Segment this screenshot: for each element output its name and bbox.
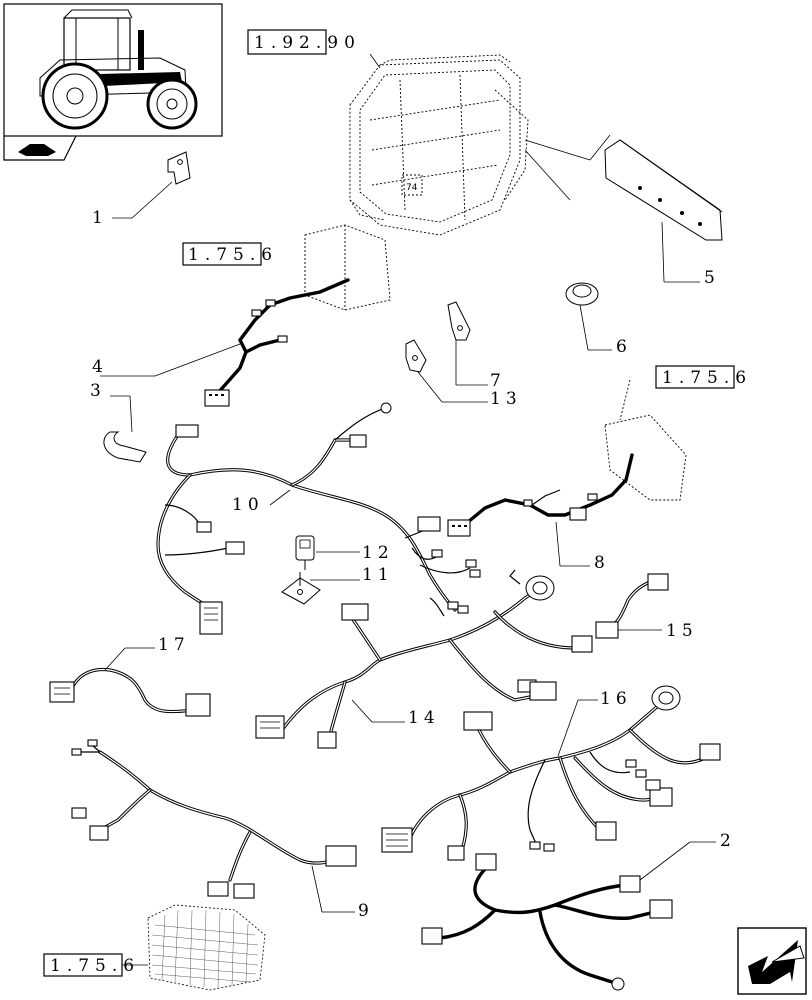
part-17-harness xyxy=(49,667,211,717)
part-label-17: 17 xyxy=(158,635,190,655)
part-10-harness xyxy=(156,402,481,635)
ref-box-lamp-right xyxy=(655,365,735,389)
part-1-bracket xyxy=(167,151,191,185)
cab-assembly: 74 xyxy=(349,54,529,236)
part-label-13: 13 xyxy=(490,389,522,409)
ref-label-lamp-top: 1.75.6 xyxy=(188,245,278,265)
part-label-7: 7 xyxy=(490,371,506,391)
part-6-grommet xyxy=(565,282,599,306)
part-14-harness xyxy=(255,569,593,749)
part-label-6: 6 xyxy=(616,337,632,357)
part-label-5: 5 xyxy=(704,268,720,288)
part-label-1: 1 xyxy=(92,208,108,228)
part-9-harness xyxy=(71,739,357,899)
part-label-10: 10 xyxy=(232,495,264,515)
part-15-harness xyxy=(595,573,669,639)
part-label-9: 9 xyxy=(358,901,374,921)
part-label-14: 14 xyxy=(408,708,440,728)
part-label-4: 4 xyxy=(92,357,108,377)
part-13-bracket xyxy=(405,339,427,373)
part-11-holder xyxy=(281,572,321,605)
rear-lamp xyxy=(147,904,266,991)
part-label-3: 3 xyxy=(90,381,106,401)
part-label-11: 11 xyxy=(362,565,394,585)
part-8-harness xyxy=(447,453,634,537)
svg-text:74: 74 xyxy=(406,183,418,193)
part-5-rail xyxy=(604,139,723,241)
ref-label-cab: 1.92.90 xyxy=(254,33,361,53)
ref-box-cab xyxy=(247,29,327,55)
part-label-8: 8 xyxy=(594,553,610,573)
part-7-bracket xyxy=(447,301,471,341)
part-12-fuse xyxy=(295,535,315,570)
part-16-harness xyxy=(381,685,721,861)
next-page-arrow-icon[interactable] xyxy=(737,927,807,995)
ref-label-lamp-right: 1.75.6 xyxy=(662,368,752,388)
part-2-harness xyxy=(421,853,673,991)
ref-box-lamp-top xyxy=(182,242,262,266)
tractor-thumbnail xyxy=(3,3,223,161)
ref-label-lamp-bottom: 1.75.6 xyxy=(50,956,140,976)
part-label-16: 16 xyxy=(600,689,632,709)
part-label-2: 2 xyxy=(720,831,736,851)
part-label-12: 12 xyxy=(362,543,394,563)
part-3-clip xyxy=(103,431,147,463)
part-label-15: 15 xyxy=(666,621,698,641)
part-4-harness xyxy=(204,278,350,407)
